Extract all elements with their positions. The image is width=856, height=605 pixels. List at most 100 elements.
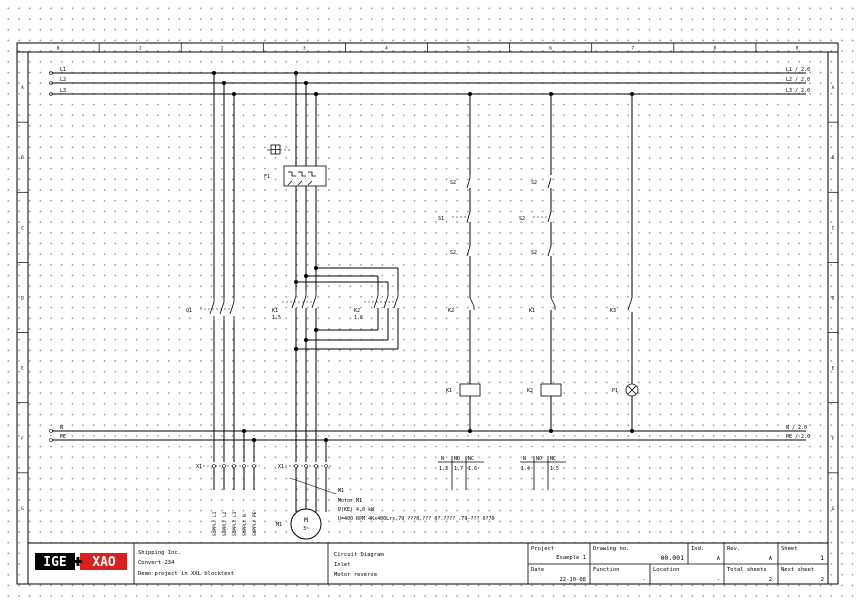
motor-phase: 3~: [303, 526, 309, 532]
rail-l3-ref: L3 / 2.0: [786, 88, 810, 94]
date-label: Date: [531, 567, 544, 573]
s1-3-tag: S2: [450, 250, 456, 256]
xref2-h-no: NO: [536, 456, 542, 462]
total-sheets-label: Total sheets: [727, 567, 767, 573]
logo-right-text: XAO: [92, 555, 116, 570]
xref1-h-n: N: [441, 456, 444, 462]
motor-name: Motor M1: [338, 498, 362, 504]
s1-2-tag: S1: [438, 216, 444, 222]
xref1-v2: 1.7: [454, 466, 463, 472]
location-label: Location: [653, 567, 680, 573]
column-label: 0: [57, 46, 60, 52]
s1-1-tag: S2: [450, 180, 456, 186]
company-logo: IGE XAO: [35, 553, 127, 570]
column-label: 6: [549, 46, 552, 52]
xref1-v3: 1.6: [468, 466, 477, 472]
xref2-v3: 1.5: [550, 466, 559, 472]
next-sheet-value: 2: [821, 577, 824, 583]
title-block: IGE XAO Shipping Inc. Convert-234 Demo p…: [27, 542, 829, 585]
row-label-right: A: [832, 85, 835, 91]
cross-ref-table-2: N NO NC 1.4 1.5: [520, 456, 566, 490]
column-label: 1: [139, 46, 142, 52]
rail-pe: PE PE / 2.0: [49, 434, 810, 442]
column-label: 9: [796, 46, 799, 52]
xref2-h-nc: NC: [550, 456, 556, 462]
row-label-left: B: [21, 155, 24, 161]
supply-section: Q1 X1 SUPPLY L1 SUPPLY L2 SUPPLY L3 SUPP…: [186, 71, 260, 536]
motor-symbol: M: [304, 516, 308, 524]
motor-power: P(KE) 4.0 kW: [338, 507, 375, 513]
function-value: -: [643, 577, 646, 583]
k3-aux-tag: K3: [610, 308, 616, 314]
f1-tag: F1: [264, 174, 270, 180]
project-value: Example 1: [556, 555, 586, 561]
row-label-right: B: [832, 155, 835, 161]
cable-supply-pe: SUPPLY PE: [252, 511, 258, 536]
date-value: 22-10-08: [560, 577, 587, 583]
company-line-2: Convert-234: [138, 560, 175, 566]
coil-k1-tag: K1: [446, 388, 452, 394]
xref1-v1: 1.3: [439, 466, 448, 472]
row-label-left: E: [21, 366, 24, 372]
project-label: Project: [531, 546, 554, 552]
cable-supply-l1: SUPPLY L1: [212, 511, 218, 536]
row-label-right: C: [832, 225, 835, 231]
rail-n: N N / 2.0: [49, 425, 807, 433]
motor-breaker-f1: F1: [264, 144, 327, 187]
rail-l3-label: L3: [60, 88, 66, 94]
drawing-frame: [16, 42, 839, 585]
lamp-tag: P1: [612, 388, 618, 394]
location-value: -: [717, 577, 720, 583]
terminal-x1-motor: X1: [278, 464, 332, 470]
description-line-2: Inlet: [334, 562, 351, 568]
control-branch-2: S2 S2 S2 K1 K2: [519, 92, 562, 433]
q1-tag: Q1: [186, 308, 192, 314]
s2-1-tag: S2: [531, 180, 537, 186]
description-line-1: Circuit Diagram: [334, 552, 384, 558]
k1-tag: K1: [272, 308, 278, 314]
s2-3-tag: S2: [531, 250, 537, 256]
x1-supply-tag: X1: [196, 464, 202, 470]
drawing-value: 00.001: [661, 554, 685, 562]
next-sheet-label: Next sheet: [781, 567, 814, 573]
row-label-right: G: [832, 506, 835, 512]
rev-label: Rev.: [727, 546, 740, 552]
row-label-left: C: [21, 225, 24, 231]
k1-ref: 1.5: [272, 315, 281, 321]
row-label-left: G: [21, 506, 24, 512]
column-label: 4: [385, 46, 388, 52]
x1-motor-tag: X1: [278, 464, 284, 470]
total-sheets-value: 2: [769, 577, 772, 583]
xref1-h-nc: NC: [468, 456, 474, 462]
rail-l1: L1 L1 / 2.0: [49, 67, 810, 75]
xref2-h-n: N: [523, 456, 526, 462]
column-label: 8: [713, 46, 716, 52]
lamp-p1: P1: [612, 383, 639, 397]
motor-m1: M 3~ M1: [276, 508, 322, 540]
rail-n-label: N: [60, 425, 63, 431]
k1-aux-tag: K1: [529, 308, 535, 314]
xref1-h-no: NO: [454, 456, 460, 462]
cable-supply-l3: SUPPLY L3: [232, 511, 238, 536]
xref2-v1: 1.4: [521, 466, 530, 472]
rail-pe-ref: PE / 2.0: [786, 434, 810, 440]
row-label-right: F: [832, 436, 835, 442]
contactor-k1: K1 1.5: [272, 290, 317, 321]
k2-ref: 1.6: [354, 315, 363, 321]
motor-section: F1 K1 1.5: [264, 71, 495, 540]
row-label-right: E: [832, 366, 835, 372]
s2-2-tag: S2: [519, 216, 525, 222]
column-label: 7: [631, 46, 634, 52]
cable-supply-l2: SUPPLY L2: [222, 511, 228, 536]
rail-pe-label: PE: [60, 434, 66, 440]
main-switch-q1: Q1: [186, 298, 240, 320]
rail-l1-label: L1: [60, 67, 66, 73]
control-branch-1: S2 S1 S2 K2 K1: [438, 92, 481, 433]
k2-tag: K2: [354, 308, 360, 314]
rail-l2-ref: L2 / 2.0: [786, 77, 810, 83]
description-line-3: Motor reverse: [334, 572, 377, 578]
rev-value: A: [769, 556, 773, 562]
sheet-label: Sheet: [781, 546, 798, 552]
terminal-x1-supply: X1: [196, 464, 260, 470]
column-label: 3: [303, 46, 306, 52]
